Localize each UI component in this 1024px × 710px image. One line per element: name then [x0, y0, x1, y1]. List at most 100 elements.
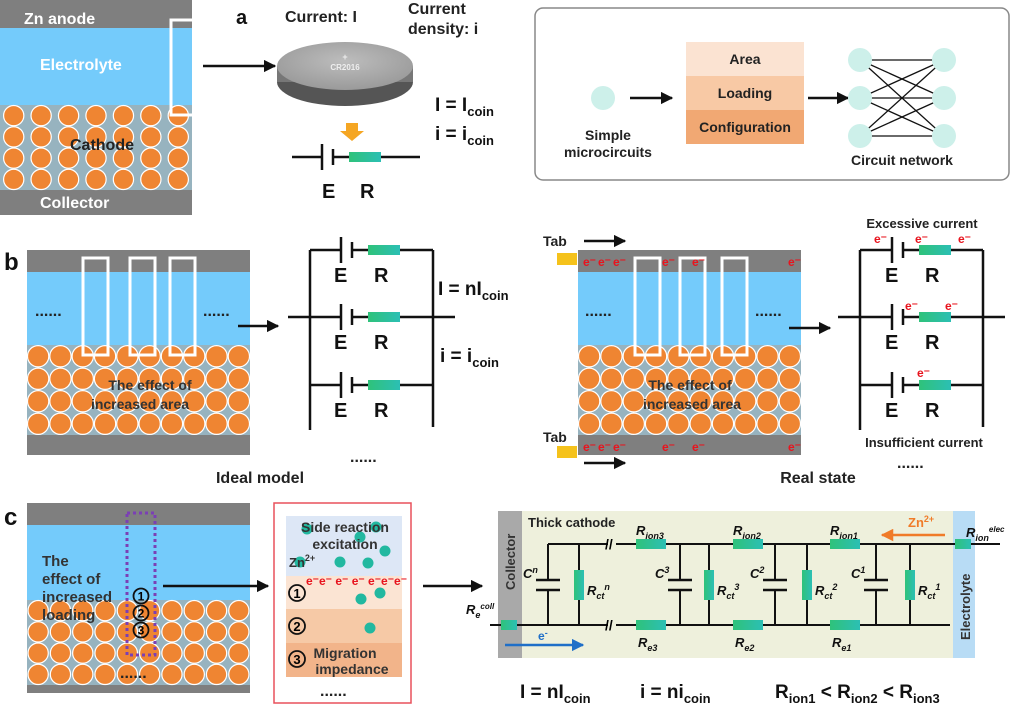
r-sup: 2	[831, 582, 837, 592]
cathode-particle	[622, 390, 645, 413]
c-sup: 3	[664, 565, 669, 575]
dots: ......	[350, 449, 377, 466]
panel-b: b ...... ...... The effect of increased …	[4, 216, 1005, 487]
cathode-particle	[577, 345, 601, 368]
cathode-particle	[205, 642, 228, 664]
zn-ion	[374, 587, 386, 599]
stack-area	[686, 42, 804, 76]
cathode-particle	[112, 168, 135, 191]
r-sub: ion3	[645, 531, 664, 541]
cathode-particle	[71, 390, 94, 413]
spacer	[352, 371, 353, 372]
migration-label: Migration	[314, 645, 377, 661]
effect-label: The effect of	[648, 377, 732, 393]
cathode-particle	[167, 168, 190, 191]
cathode-particle	[2, 147, 25, 169]
cathode-particle	[160, 390, 184, 413]
cathode-particle	[205, 599, 228, 622]
charge-transfer-resistor-label: Rct1	[918, 582, 940, 601]
ion-resistor-label: Rion1	[830, 523, 858, 541]
cathode-particle	[49, 642, 72, 664]
capacitor-label: C2	[750, 565, 764, 581]
r-letter: R	[636, 523, 646, 538]
r-sub: e	[475, 610, 480, 620]
electronic-resistor-label: Re3	[638, 635, 657, 653]
coin-text: CR2016	[330, 63, 360, 72]
side-reaction-label: Side reaction	[301, 519, 389, 535]
ion-resistor-label: Rion3	[636, 523, 664, 541]
c-sup: n	[532, 565, 538, 575]
cathode-particle	[116, 412, 139, 436]
cathode-particle	[711, 367, 735, 391]
cathode-particle	[140, 168, 162, 191]
sample-window	[168, 256, 197, 357]
cathode-particle	[27, 621, 49, 643]
cathode-particle	[94, 663, 116, 686]
density-label-2: density: i	[408, 21, 478, 38]
cathode-particle	[138, 367, 161, 391]
label-R: R	[374, 332, 389, 354]
cathode-particle	[711, 412, 735, 436]
cathode-particle	[138, 642, 161, 664]
r-letter: R	[918, 583, 928, 598]
electron-label: e⁻	[613, 440, 626, 454]
cathode-particle	[167, 147, 190, 169]
label-R: R	[374, 265, 389, 287]
r-sup: n	[604, 582, 610, 592]
tab-label: Tab	[543, 429, 567, 445]
cathode-particle	[116, 390, 139, 413]
label-R: R	[360, 181, 375, 203]
cathode-particle	[72, 599, 94, 622]
electrolyte-label: Electrolyte	[40, 57, 122, 74]
electrolyte-label: Electrolyte	[958, 574, 973, 640]
cathode-particle	[183, 663, 205, 686]
r-letter: R	[466, 602, 476, 617]
label-R: R	[925, 332, 940, 354]
cathode-particle	[667, 390, 690, 413]
current-label: Current: I	[285, 9, 357, 26]
layer-marker: 3	[138, 624, 145, 638]
c-letter: C	[523, 566, 533, 581]
electron-label: e⁻	[917, 366, 930, 380]
network-edge	[859, 59, 945, 99]
c-sup: 1	[860, 565, 865, 575]
battery-cross-section	[0, 0, 192, 215]
microcircuits-label: microcircuits	[564, 144, 652, 160]
cathode-particle	[27, 663, 49, 686]
electron-label: e⁻	[692, 440, 705, 454]
charge-transfer-resistor-label: Rctn	[587, 582, 610, 601]
c-letter: C	[851, 566, 861, 581]
panel-c: c The effect of increased loading 123 ..…	[4, 502, 1005, 706]
r-sup: 1	[935, 582, 940, 592]
cathode-particle	[93, 412, 117, 436]
layer-marker: 1	[293, 586, 300, 601]
cathode-particle	[183, 390, 206, 413]
electron-label: e⁻	[958, 232, 971, 246]
panel-label-a: a	[236, 7, 248, 29]
electron-label: e⁻	[915, 232, 928, 246]
cathode-particle	[140, 104, 162, 127]
cathode-particle	[183, 621, 205, 643]
real-cross-section	[577, 250, 802, 455]
cathode-particle	[228, 621, 250, 643]
resistor-icon	[919, 380, 951, 390]
network-node	[932, 48, 956, 72]
network-label: Circuit network	[851, 152, 953, 168]
label-R: R	[925, 400, 940, 422]
cathode-particle	[112, 147, 135, 169]
cathode-particle	[733, 367, 757, 391]
cathode-particle	[756, 390, 779, 413]
break-symbol: //	[605, 536, 613, 552]
configuration-label: Configuration	[699, 119, 791, 135]
resistor-icon	[802, 570, 812, 600]
panel-a: a Zn anode Electrolyte Cathode Collector…	[0, 0, 1010, 215]
cathode-particle	[49, 412, 72, 436]
cathode-particle	[27, 642, 49, 664]
cathode-particle	[2, 126, 25, 148]
spacer	[352, 236, 353, 237]
effect-label: The effect of	[108, 377, 192, 393]
layer-marker: 2	[293, 619, 300, 634]
electron-label: e⁻	[598, 440, 611, 454]
